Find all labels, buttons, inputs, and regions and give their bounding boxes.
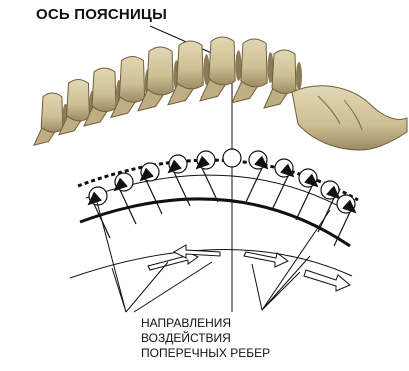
- diagram-title: ОСЬ ПОЯСНИЦЫ: [36, 6, 167, 23]
- vertebra: [34, 93, 69, 145]
- hollow-arrow-far-right: [304, 270, 350, 291]
- vertebra: [84, 68, 122, 126]
- hinge-circle: [223, 149, 241, 167]
- rib-mechanism: [70, 149, 358, 312]
- caption-line-2: ВОЗДЕЙСТВИЯ: [141, 331, 270, 346]
- base-arc: [80, 199, 350, 246]
- caption-line-1: НАПРАВЛЕНИЯ: [141, 316, 270, 331]
- caption-line-3: ПОПЕРЕЧНЫХ РЕБЕР: [141, 346, 270, 361]
- sacrum-shape: [292, 86, 407, 150]
- rib-rod: [272, 176, 288, 210]
- spine-illustration: [34, 37, 407, 150]
- diagram-caption: НАПРАВЛЕНИЯ ВОЗДЕЙСТВИЯ ПОПЕРЕЧНЫХ РЕБЕР: [141, 316, 270, 361]
- rib-rod: [202, 168, 218, 202]
- rib-rod: [146, 180, 162, 214]
- rib-rod: [246, 168, 262, 202]
